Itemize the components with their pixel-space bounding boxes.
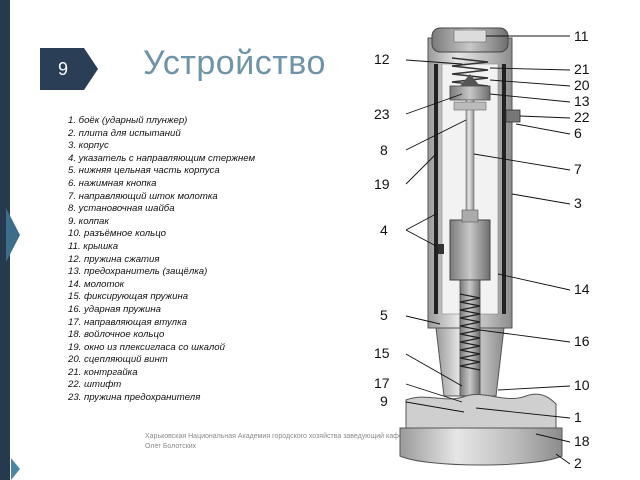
list-item: 18. войлочное кольцо: [68, 329, 165, 341]
list-item: 15. фиксирующая пружина: [68, 291, 189, 303]
list-item: 14. молоток: [68, 278, 125, 290]
hammer-diagram: 11 12 21 20 13 23 22 6 8 7 19 3 4 14 5 1…: [374, 27, 590, 471]
list-item: 10. разъёмное кольцо: [68, 228, 167, 240]
list-item: 17. направляющая втулка: [68, 316, 187, 328]
list-item: 22. штифт: [68, 379, 122, 391]
footer-line-1: Харьковская Национальная Академия городс…: [145, 433, 465, 440]
parts-list: 1. боёк (ударный плунжер) 2. плита для и…: [68, 115, 368, 405]
label-19: 19: [374, 176, 390, 192]
list-item: 19. окно из плексигласа со шкалой: [68, 341, 225, 353]
list-item: 13. предохранитель (защёлка): [68, 266, 208, 278]
impact-spring: [459, 293, 481, 371]
label-8: 8: [380, 142, 388, 158]
label-2: 2: [574, 455, 582, 471]
label-21: 21: [574, 61, 590, 77]
list-item: 1. боёк (ударный плунжер): [68, 115, 188, 126]
slide-number: 9: [57, 59, 68, 79]
left-accent-bar: [0, 0, 10, 480]
label-5: 5: [380, 307, 388, 323]
list-item: 20. сцепляющий винт: [68, 354, 168, 366]
list-item: 16. ударная пружина: [68, 303, 161, 315]
latch-block: [449, 74, 521, 123]
test-plate: [399, 393, 563, 466]
list-item: 12. пружина сжатия: [68, 253, 160, 265]
top-cap: [431, 27, 509, 53]
list-item: 6. нажимная кнопка: [68, 177, 157, 189]
label-6: 6: [574, 125, 582, 141]
slide-number-badge: [40, 48, 98, 90]
label-23: 23: [374, 106, 390, 122]
label-16: 16: [574, 333, 590, 349]
list-item: 7. направляющий шток молотка: [68, 190, 218, 202]
list-item: 4. указатель с направляющим стержнем: [68, 152, 256, 164]
label-7: 7: [574, 161, 582, 177]
compression-spring: [451, 57, 489, 87]
list-item: 23. пружина предохранителя: [68, 392, 201, 404]
label-18: 18: [574, 433, 590, 449]
label-22: 22: [574, 109, 590, 125]
label-12: 12: [374, 51, 390, 67]
list-item: 11. крышка: [68, 240, 119, 252]
label-20: 20: [574, 77, 590, 93]
label-10: 10: [574, 377, 590, 393]
label-3: 3: [574, 195, 582, 211]
decor-arrow-mid: [6, 208, 20, 262]
slide-title: Устройство: [143, 44, 326, 82]
label-4: 4: [380, 222, 388, 238]
label-13: 13: [574, 93, 590, 109]
label-9: 9: [380, 393, 388, 409]
label-14: 14: [574, 281, 590, 297]
list-item: 21. контргайка: [68, 366, 138, 378]
label-1: 1: [574, 409, 582, 425]
leader-lines: [405, 35, 571, 465]
label-11: 11: [574, 28, 589, 44]
decor-arrow-bottom: [11, 458, 20, 480]
list-item: 3. корпус: [68, 140, 109, 152]
slide-footer: Харьковская Национальная Академия городс…: [145, 432, 545, 451]
list-item: 2. плита для испытаний: [68, 127, 181, 139]
list-item: 8. установочная шайба: [68, 203, 175, 215]
footer-line-2: Олег Болотских: [145, 442, 197, 450]
label-17: 17: [374, 375, 390, 391]
label-15: 15: [374, 345, 390, 361]
list-item: 9. колпак: [68, 215, 109, 227]
list-item: 5. нижняя цельная часть корпуса: [68, 165, 220, 177]
